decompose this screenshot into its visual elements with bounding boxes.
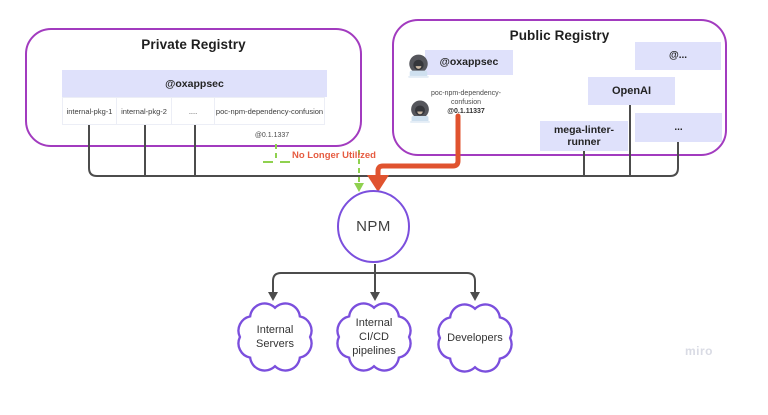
- package-cell: ....: [171, 97, 215, 125]
- cloud-label: Internal Servers: [256, 323, 294, 350]
- no-longer-utilized-label: No Longer Utilized: [292, 150, 376, 161]
- public-registry-title: Public Registry: [509, 28, 610, 43]
- cloud-label: Internal CI/CD pipelines: [352, 316, 396, 358]
- public-package-openai-box: OpenAI: [588, 77, 675, 105]
- public-other-scope-box: @...: [635, 42, 721, 70]
- hacker-avatar-icon: [408, 54, 429, 78]
- cloud-developers: Developers: [431, 300, 519, 376]
- npm-consumers-branch: [272, 272, 476, 294]
- cloud-shape: [237, 302, 313, 372]
- package-cell: poc-npm-dependency-confusion: [214, 97, 325, 125]
- cloud-shape: [336, 302, 412, 372]
- cloud-internal-cicd-pipelines: Internal CI/CD pipelines: [330, 299, 418, 375]
- cloud-shape: [437, 303, 513, 373]
- attacker-package-name: poc-npm-dependency-confusion: [430, 90, 502, 107]
- public-attacker-scope-box: @oxappsec: [425, 50, 513, 75]
- private-registry-title: Private Registry: [141, 37, 246, 52]
- private-package-version-label: @0.1.1337: [254, 132, 290, 139]
- cloud-label: Developers: [447, 331, 503, 344]
- cloud-internal-servers: Internal Servers: [231, 299, 319, 375]
- private-packages-row: internal-pkg-1 internal-pkg-2 .... poc-n…: [62, 97, 327, 125]
- hacker-avatar-icon: [410, 100, 430, 123]
- public-package-dots-box: ...: [635, 113, 722, 142]
- attacker-package-caption: poc-npm-dependency-confusion @0.1.11337: [428, 89, 504, 116]
- npm-label: NPM: [356, 218, 391, 235]
- miro-watermark: miro: [685, 344, 714, 358]
- package-cell: internal-pkg-1: [62, 97, 117, 125]
- private-packages-table: @oxappsec internal-pkg-1 internal-pkg-2 …: [62, 70, 327, 125]
- attacker-package-version: @0.1.11337: [447, 108, 485, 116]
- private-scope-header: @oxappsec: [62, 70, 327, 97]
- package-cell: internal-pkg-2: [116, 97, 172, 125]
- npm-node: NPM: [337, 190, 410, 263]
- public-package-megalinter-box: mega-linter-runner: [540, 121, 628, 151]
